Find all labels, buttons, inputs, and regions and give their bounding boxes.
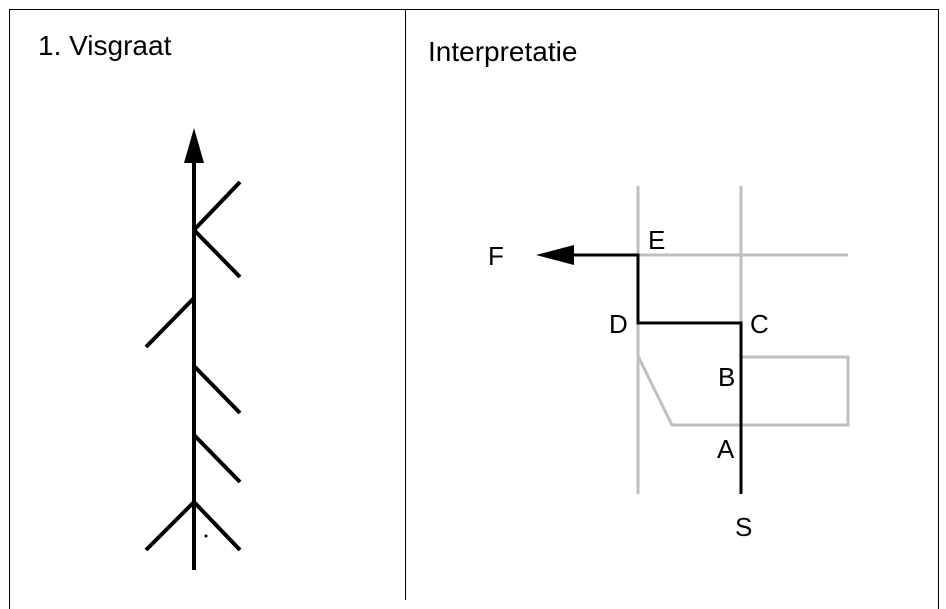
map-roads — [636, 186, 850, 494]
road-loop — [636, 355, 850, 427]
fishbone-dot — [204, 534, 208, 538]
route-label-b: B — [718, 362, 735, 392]
fishbone-arrowhead-icon — [184, 128, 204, 163]
route-label-f: F — [488, 241, 504, 271]
route-line — [570, 253, 743, 494]
route-label-s: S — [735, 512, 752, 542]
route-label-d: D — [609, 309, 628, 339]
fishbone-branch-upper-right-b — [192, 228, 242, 279]
route-label-e: E — [648, 225, 665, 255]
route-arrowhead-icon — [536, 245, 574, 265]
column-divider — [405, 9, 406, 600]
fishbone-branch-bottom-right — [192, 500, 242, 552]
table-frame — [9, 9, 939, 609]
panel-title-interpretatie: Interpretatie — [428, 36, 578, 67]
fishbone-branch-right-1 — [192, 364, 242, 415]
fishbone-diagram — [144, 160, 242, 570]
route-label-a: A — [717, 434, 735, 464]
fishbone-branch-bottom-left — [144, 500, 196, 552]
fishbone-branch-upper-right-a — [192, 180, 242, 232]
route-path — [570, 253, 743, 494]
panel-title-visgraat: 1. Visgraat — [38, 30, 172, 61]
fishbone-branch-right-2 — [192, 433, 242, 484]
route-label-c: C — [750, 309, 769, 339]
fishbone-branch-left — [144, 296, 196, 349]
